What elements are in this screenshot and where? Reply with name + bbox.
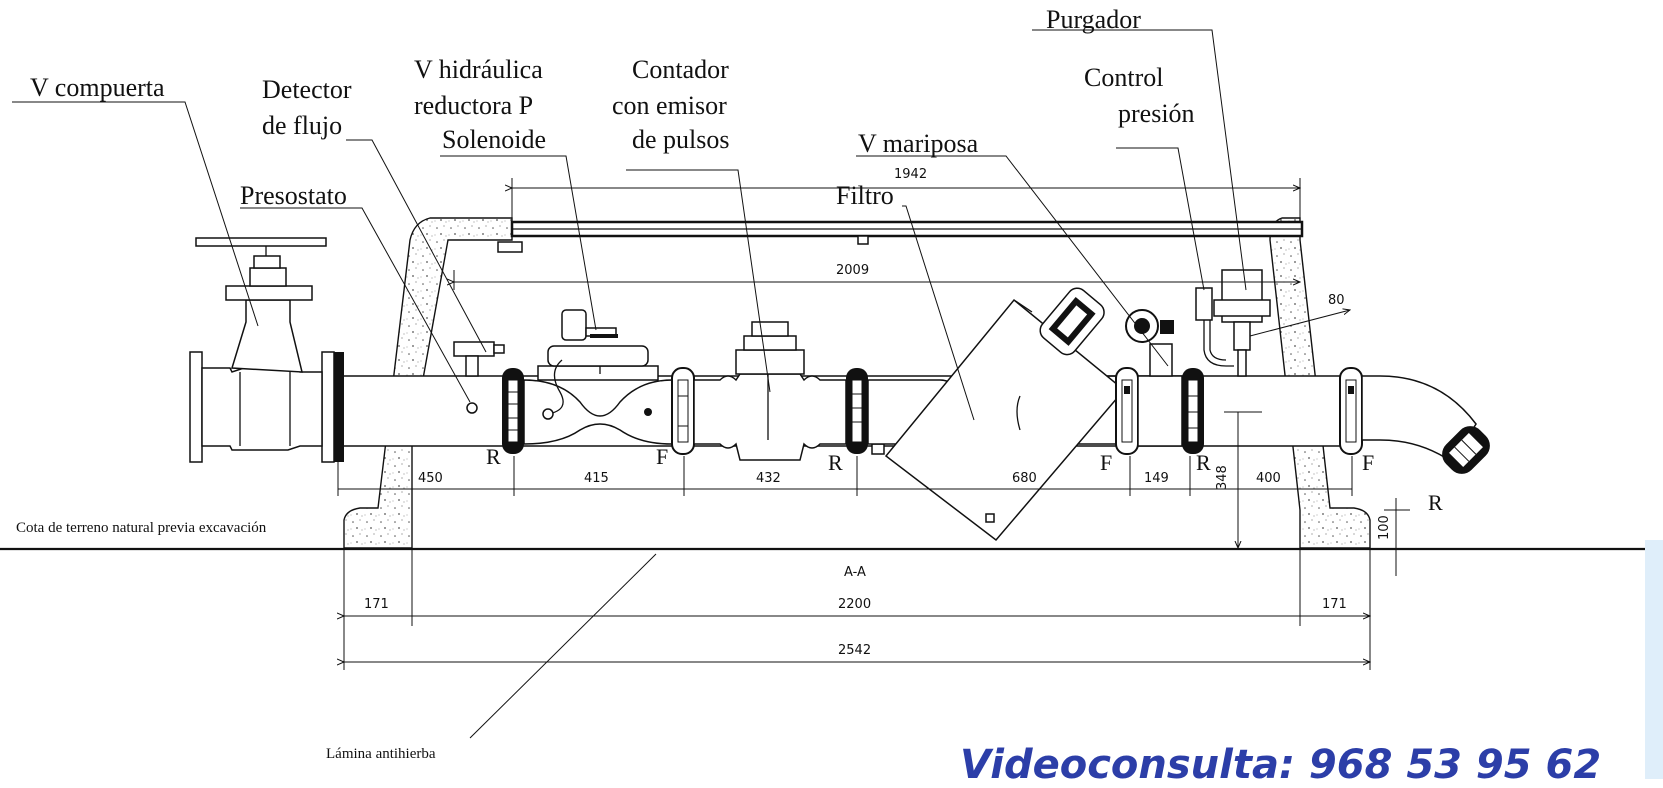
label-detector-line1: Detector bbox=[262, 75, 352, 104]
section-label: A-A bbox=[844, 565, 866, 580]
connection-r-4: R bbox=[1428, 490, 1443, 515]
leader-lines bbox=[12, 29, 1247, 739]
dim-432: 432 bbox=[756, 471, 781, 486]
label-v-hidraulica-line3: Solenoide bbox=[442, 125, 546, 154]
label-contador-line3: de pulsos bbox=[632, 125, 730, 154]
presostato-symbol bbox=[466, 402, 478, 414]
label-cota: Cota de terreno natural previa excavació… bbox=[16, 520, 267, 536]
connection-f-1: F bbox=[656, 444, 668, 469]
dim-171-right: 171 bbox=[1322, 597, 1347, 612]
outlet-elbow bbox=[1361, 375, 1490, 474]
gate-valve bbox=[189, 237, 344, 463]
dim-2200: 2200 bbox=[838, 597, 871, 612]
dim-415: 415 bbox=[584, 471, 609, 486]
footer-banner-text: Videoconsulta: 968 53 95 62 bbox=[960, 742, 1602, 788]
dim-400: 400 bbox=[1256, 471, 1281, 486]
dim-680: 680 bbox=[1012, 471, 1037, 486]
dim-80: 80 bbox=[1328, 293, 1345, 308]
dim-100: 100 bbox=[1377, 515, 1392, 540]
coupling-r-3 bbox=[1182, 368, 1204, 454]
filter-gauge bbox=[1039, 287, 1105, 356]
label-v-compuerta: V compuerta bbox=[30, 73, 165, 102]
pressure-control bbox=[1195, 287, 1234, 367]
flow-detector bbox=[453, 341, 505, 377]
label-v-mariposa: V mariposa bbox=[858, 129, 979, 158]
label-contador-line2: con emisor bbox=[612, 91, 727, 120]
connection-f-3: F bbox=[1362, 450, 1374, 475]
connection-r-2: R bbox=[828, 450, 843, 475]
hydraulic-valve bbox=[523, 309, 673, 445]
coupling-r-1 bbox=[502, 368, 524, 454]
label-detector-line2: de flujo bbox=[262, 111, 342, 140]
label-control-line2: presión bbox=[1118, 99, 1195, 128]
label-filtro: Filtro bbox=[836, 181, 894, 210]
connection-r-1: R bbox=[486, 444, 501, 469]
dim-149: 149 bbox=[1144, 471, 1169, 486]
label-presostato: Presostato bbox=[240, 181, 347, 210]
coupling-f-3 bbox=[1339, 367, 1363, 455]
label-v-hidraulica-line1: V hidráulica bbox=[414, 55, 543, 84]
label-v-hidraulica-line2: reductora P bbox=[414, 91, 533, 120]
dim-348: 348 bbox=[1215, 465, 1230, 490]
dim-450: 450 bbox=[418, 471, 443, 486]
label-control-line1: Control bbox=[1084, 63, 1163, 92]
dim-2009: 2009 bbox=[836, 263, 869, 278]
dimension-lines bbox=[338, 178, 1410, 670]
label-purgador: Purgador bbox=[1046, 5, 1141, 34]
corner-decoration bbox=[1645, 540, 1663, 779]
dim-2542: 2542 bbox=[838, 643, 871, 658]
label-lamina: Lámina antihierba bbox=[326, 746, 436, 762]
connection-f-2: F bbox=[1100, 450, 1112, 475]
connection-r-3: R bbox=[1196, 450, 1211, 475]
label-contador-line1: Contador bbox=[632, 55, 729, 84]
dim-171-left: 171 bbox=[364, 597, 389, 612]
dim-1942: 1942 bbox=[894, 167, 927, 182]
coupling-f-2 bbox=[1115, 367, 1139, 455]
coupling-r-2 bbox=[846, 368, 885, 455]
coupling-f-1 bbox=[671, 367, 695, 455]
